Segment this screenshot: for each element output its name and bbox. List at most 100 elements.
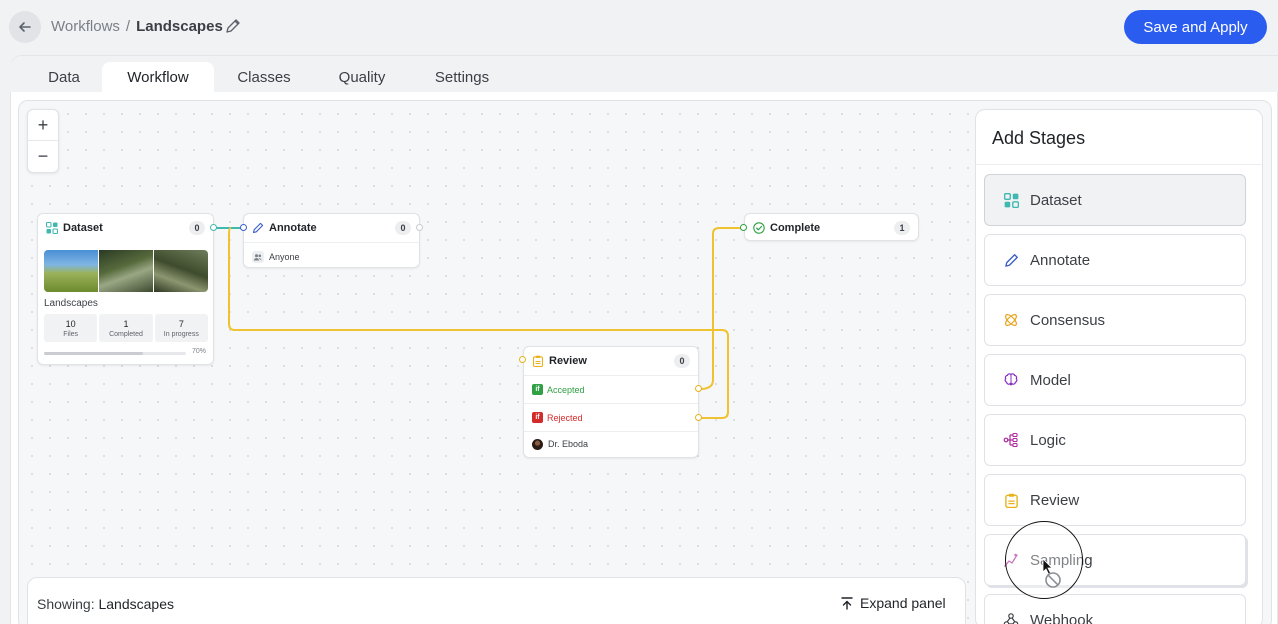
- expand-panel-label: Expand panel: [860, 595, 946, 611]
- dataset-node-title: Dataset: [63, 222, 103, 234]
- review-accepted-row[interactable]: if Accepted: [524, 375, 698, 403]
- breadcrumb-current: Landscapes: [136, 18, 223, 35]
- breadcrumb: Workflows / Landscapes: [51, 17, 223, 37]
- review-node-count: 0: [674, 354, 690, 368]
- stat-value: 7: [178, 318, 184, 329]
- stage-model[interactable]: Model: [984, 354, 1246, 406]
- stat-value: 1: [123, 318, 129, 329]
- add-stages-panel: Add Stages Dataset Annotate Consensus Mo…: [975, 109, 1263, 624]
- stage-label: Model: [1030, 371, 1071, 389]
- progress-fill: [44, 352, 144, 355]
- zoom-in-button[interactable]: +: [28, 110, 58, 141]
- stat-value: 10: [65, 318, 76, 329]
- zoom-out-button[interactable]: −: [37, 146, 49, 166]
- tab-classes[interactable]: Classes: [237, 68, 291, 86]
- dataset-progress-text: 70%: [192, 348, 207, 355]
- avatar: [532, 438, 543, 450]
- pen-icon: [252, 222, 264, 234]
- review-rejected-row[interactable]: if Rejected: [524, 403, 698, 431]
- thumbnail-image: [154, 250, 208, 292]
- stage-review[interactable]: Review: [984, 474, 1246, 526]
- complete-input-port[interactable]: [740, 224, 747, 231]
- edit-pencil-icon[interactable]: [224, 18, 241, 35]
- breadcrumb-parent[interactable]: Workflows: [51, 18, 120, 35]
- dataset-node-header: Dataset 0: [38, 214, 213, 242]
- annotate-assignee: Anyone: [269, 251, 300, 262]
- dataset-progress-bar: [44, 352, 186, 355]
- review-input-port[interactable]: [519, 356, 526, 363]
- stage-label: Dataset: [1030, 191, 1082, 209]
- stat-label: Files: [63, 330, 79, 338]
- dataset-icon: [46, 222, 58, 234]
- brain-icon: [1004, 373, 1018, 386]
- thumbnail-image: [99, 250, 153, 292]
- expand-up-icon: [841, 597, 853, 610]
- annotate-input-port[interactable]: [240, 224, 247, 231]
- edge-annotate-review: [228, 227, 729, 419]
- accepted-label: Accepted: [547, 384, 585, 395]
- showing-value: Landscapes: [98, 596, 174, 612]
- review-node-title: Review: [549, 355, 587, 367]
- stage-annotate[interactable]: Annotate: [984, 234, 1246, 286]
- top-bar: Workflows / Landscapes Save and Apply: [0, 0, 1278, 55]
- annotate-node-title: Annotate: [269, 222, 317, 234]
- stage-consensus[interactable]: Consensus: [984, 294, 1246, 346]
- dataset-icon: [1003, 192, 1019, 208]
- panel-divider: [976, 164, 1262, 165]
- thumbnail-image: [44, 250, 98, 292]
- zoom-controls: + −: [27, 109, 59, 173]
- stat-label: In progress: [163, 330, 199, 338]
- reviewer-name: Dr. Eboda: [548, 439, 589, 449]
- back-button[interactable]: [9, 11, 41, 43]
- complete-node-header: Complete 1: [745, 214, 918, 242]
- review-assignee-row[interactable]: Dr. Eboda: [524, 431, 698, 456]
- bottom-panel: Showing: Landscapes Expand panel: [27, 577, 966, 624]
- tab-settings[interactable]: Settings: [434, 68, 490, 86]
- dataset-node-count: 0: [189, 221, 205, 235]
- dataset-thumbnails: [44, 250, 208, 292]
- tab-workflow[interactable]: Workflow: [102, 62, 214, 92]
- dataset-name: Landscapes: [44, 298, 98, 309]
- stage-logic[interactable]: Logic: [984, 414, 1246, 466]
- cursor-no-drop-icon: [1042, 558, 1061, 588]
- users-icon: [252, 250, 264, 263]
- if-badge: if: [532, 412, 543, 423]
- tab-quality[interactable]: Quality: [338, 68, 386, 86]
- complete-node[interactable]: Complete 1: [744, 213, 919, 241]
- annotate-assignee-row[interactable]: Anyone: [244, 242, 419, 270]
- expand-panel-button[interactable]: Expand panel: [840, 595, 946, 611]
- review-accepted-port[interactable]: [695, 385, 702, 392]
- tab-strip: [10, 56, 1278, 92]
- annotate-node-header: Annotate 0: [244, 214, 419, 242]
- consensus-icon: [1005, 314, 1017, 326]
- complete-node-title: Complete: [770, 222, 821, 234]
- stage-webhook[interactable]: Webhook: [984, 594, 1246, 624]
- arrow-left-icon: [19, 22, 31, 32]
- stage-label: Webhook: [1030, 611, 1094, 624]
- panel-title: Add Stages: [992, 128, 1086, 148]
- tab-data[interactable]: Data: [48, 68, 80, 86]
- stage-label: Review: [1030, 491, 1080, 509]
- dataset-output-port[interactable]: [210, 224, 217, 231]
- save-and-apply-button[interactable]: Save and Apply: [1124, 10, 1267, 44]
- stage-dataset[interactable]: Dataset: [984, 174, 1246, 226]
- if-badge: if: [532, 384, 543, 395]
- webhook-icon: [1003, 613, 1019, 624]
- review-rejected-port[interactable]: [695, 414, 702, 421]
- annotate-output-port[interactable]: [416, 224, 423, 231]
- annotate-node[interactable]: Annotate 0 Anyone: [243, 213, 420, 268]
- annotate-node-count: 0: [395, 221, 411, 235]
- stage-label: Annotate: [1030, 251, 1091, 269]
- showing-text: Showing: Landscapes: [37, 596, 174, 612]
- edge-review-complete: [699, 227, 741, 390]
- check-circle-icon: [753, 222, 765, 234]
- clipboard-icon: [1004, 493, 1018, 508]
- review-node-header: Review 0: [524, 347, 698, 375]
- review-node[interactable]: Review 0 if Accepted if Rejected Dr. Ebo…: [523, 346, 699, 458]
